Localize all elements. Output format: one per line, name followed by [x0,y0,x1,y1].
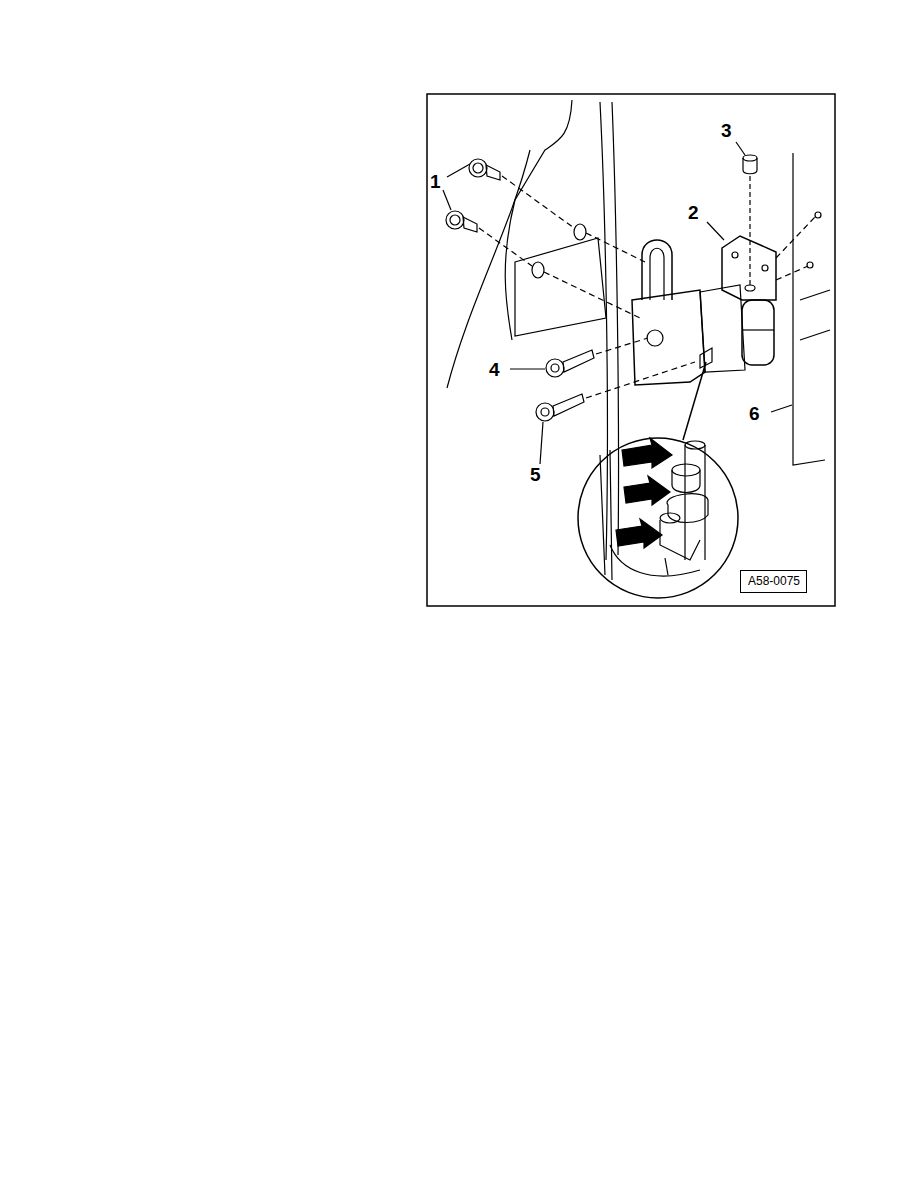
hinge-strap [650,248,664,300]
hinge-cylinder [742,329,774,330]
door-hole [807,262,813,268]
detail-leader [683,362,706,440]
callout-number: 5 [530,465,541,484]
detail-circle [578,438,738,598]
mount-hole [574,224,586,240]
bolt [446,211,477,232]
bolt [546,350,594,377]
callout-number: 1 [430,172,441,191]
figure-frame [427,94,835,606]
bolt [469,159,500,180]
callout-number: 2 [688,203,699,222]
mounting-plate [515,238,606,336]
figure-code: A58-0075 [748,575,799,587]
leader-line [443,142,792,464]
door-edge [800,290,830,340]
check-strap-clip [700,348,712,368]
plate-hole [762,265,768,271]
figure-code-box: A58-0075 [740,570,807,593]
hinge-strap [642,240,672,300]
callout-number: 6 [749,404,760,423]
door-hole [815,212,821,218]
mount-hole [532,262,544,278]
assembly-line [749,175,750,285]
bolt [536,394,584,421]
hinge-hole [647,330,663,346]
callout-number: 3 [721,121,732,140]
fender-edge [447,150,530,388]
detail-arrow [616,438,672,548]
hinge-pin [745,285,755,291]
hinge-cap [743,155,757,161]
door-edge [793,153,825,465]
door-plate [722,236,776,300]
assembly-line [479,176,815,398]
pillar-edge [612,102,619,555]
callout-number: 4 [489,360,500,379]
plate-hole [732,252,738,258]
hinge-cylinder [742,300,774,365]
hinge-body [632,290,705,385]
